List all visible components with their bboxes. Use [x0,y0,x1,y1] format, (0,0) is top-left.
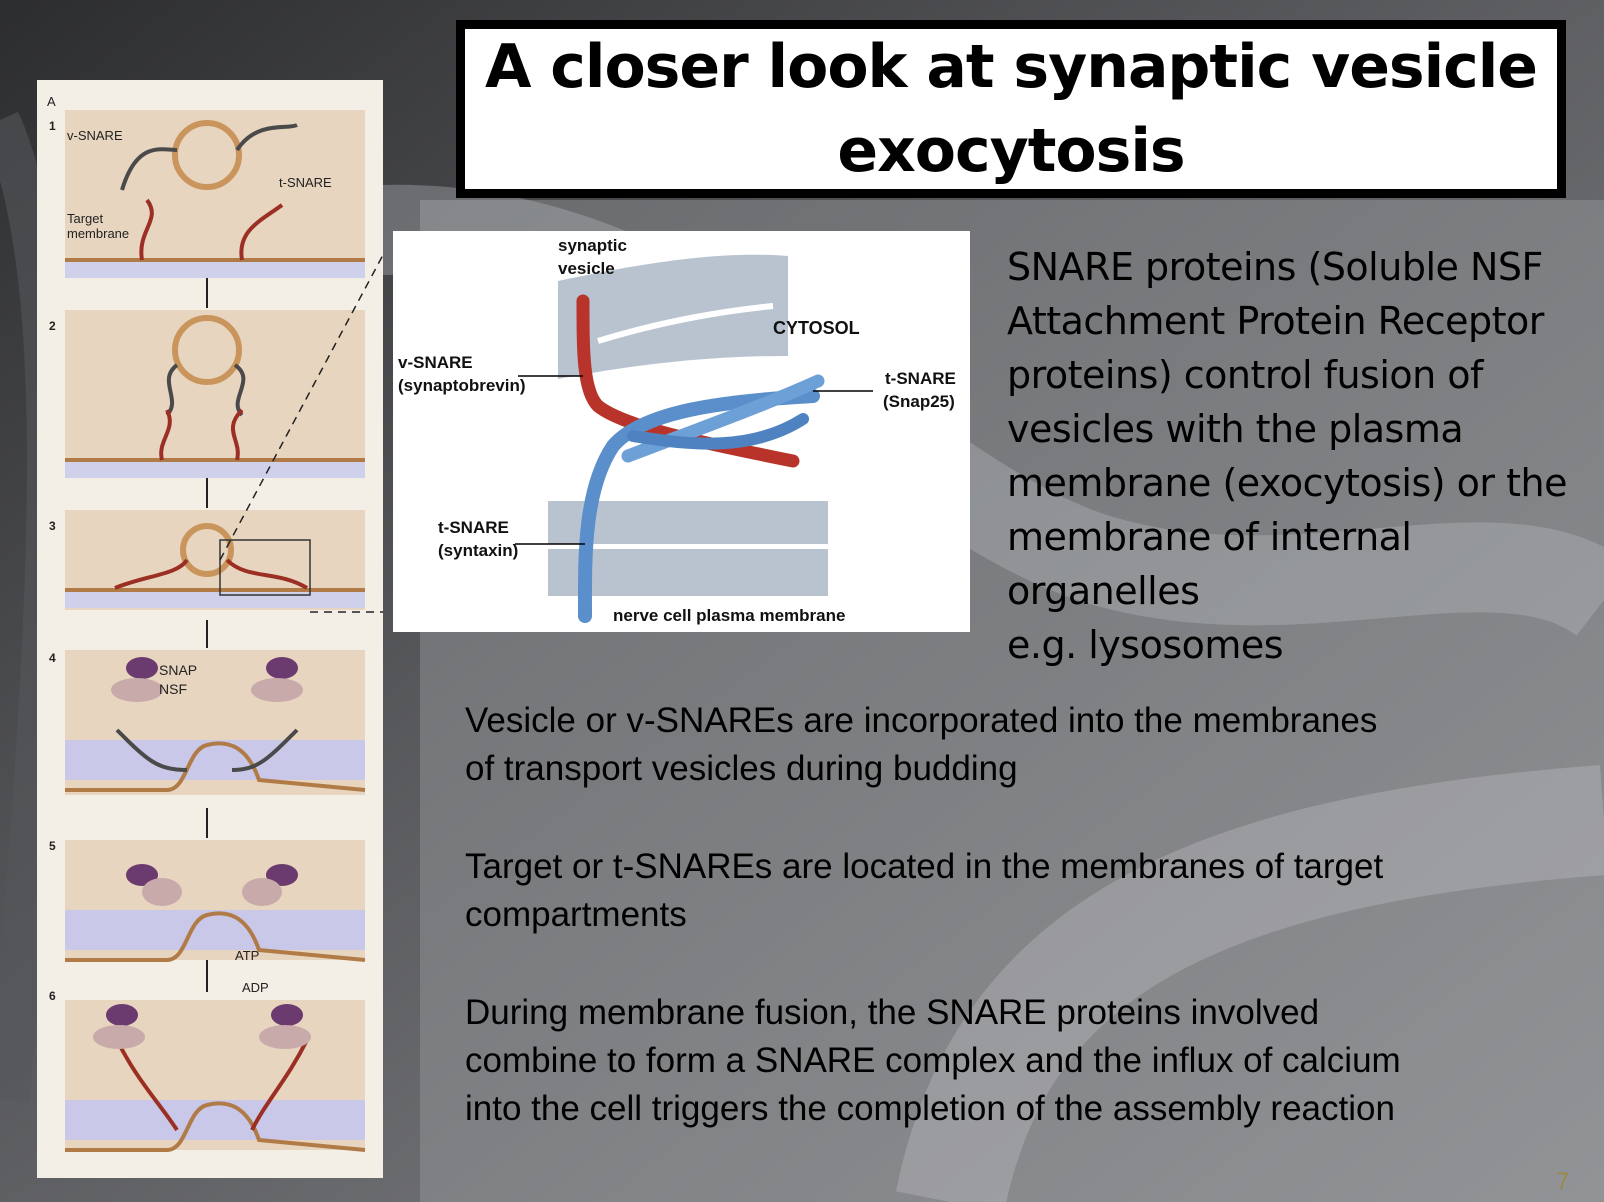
step-2-label: 2 [49,319,56,333]
step-panels [65,110,365,1150]
panel-letter: A [47,94,56,109]
plasma-membrane-label: nerve cell plasma membrane [613,606,845,625]
membrane-fusion-paragraph: During membrane fusion, the SNARE protei… [465,993,1401,1128]
title-box: A closer look at synaptic vesicle exocyt… [456,20,1566,198]
target-membrane-label-line1: Target [67,211,104,226]
cytosol-label: CYTOSOL [773,318,860,338]
page-number: 7 [1556,1168,1570,1195]
synaptic-vesicle-label-line1: synaptic [558,236,627,255]
step-5-label: 5 [49,839,56,853]
t-snare-label: t-SNARE [279,175,332,190]
adp-label: ADP [242,980,269,995]
t-snare-snap25-label: t-SNARE [885,369,956,388]
callout-lines [515,375,873,545]
t-snare-syntaxin-label: t-SNARE [438,518,509,537]
nsf-label: NSF [159,681,187,697]
snap-label: SNAP [159,662,197,678]
snare-definition-text: SNARE proteins (Soluble NSF Attachment P… [1007,245,1568,667]
slide-title: A closer look at synaptic vesicle exocyt… [484,32,1538,186]
membrane-lines [65,258,366,1152]
vesicles [172,120,242,577]
t-snare-helix-syntaxin [577,389,820,623]
v-snare-paragraph: Vesicle or v-SNAREs are incorporated int… [465,701,1378,788]
v-snare-label: v-SNARE [67,128,123,143]
syntaxin-label: (syntaxin) [438,541,518,560]
step-4-label: 4 [49,651,56,665]
snare-complex-figure: synaptic vesicle CYTOSOL v-SNARE (synapt… [393,231,970,632]
synaptobrevin-label: (synaptobrevin) [398,376,526,395]
zoom-box [219,539,311,596]
atp-label: ATP [235,948,259,963]
v-snare-label: v-SNARE [398,353,473,372]
vesicle-membrane [558,254,788,379]
synaptic-vesicle-label-line2: vesicle [558,259,615,278]
step-6-label: 6 [49,989,56,1003]
snap25-label: (Snap25) [883,392,955,411]
t-snare-helix-snap25-a [621,374,825,463]
snare-cycle-figure: A 1 2 3 4 5 6 v-SNARE t-SNARE Target mem… [37,80,383,1178]
snap-nsf-proteins [93,657,311,1049]
t-snare-helix-snap25-b [627,413,809,450]
t-snare-paragraph: Target or t-SNAREs are located in the me… [465,847,1384,934]
snare-strands [114,123,309,1132]
target-membrane-label-line2: membrane [67,226,129,241]
step-3-label: 3 [49,519,56,533]
step-1-label: 1 [49,119,56,133]
